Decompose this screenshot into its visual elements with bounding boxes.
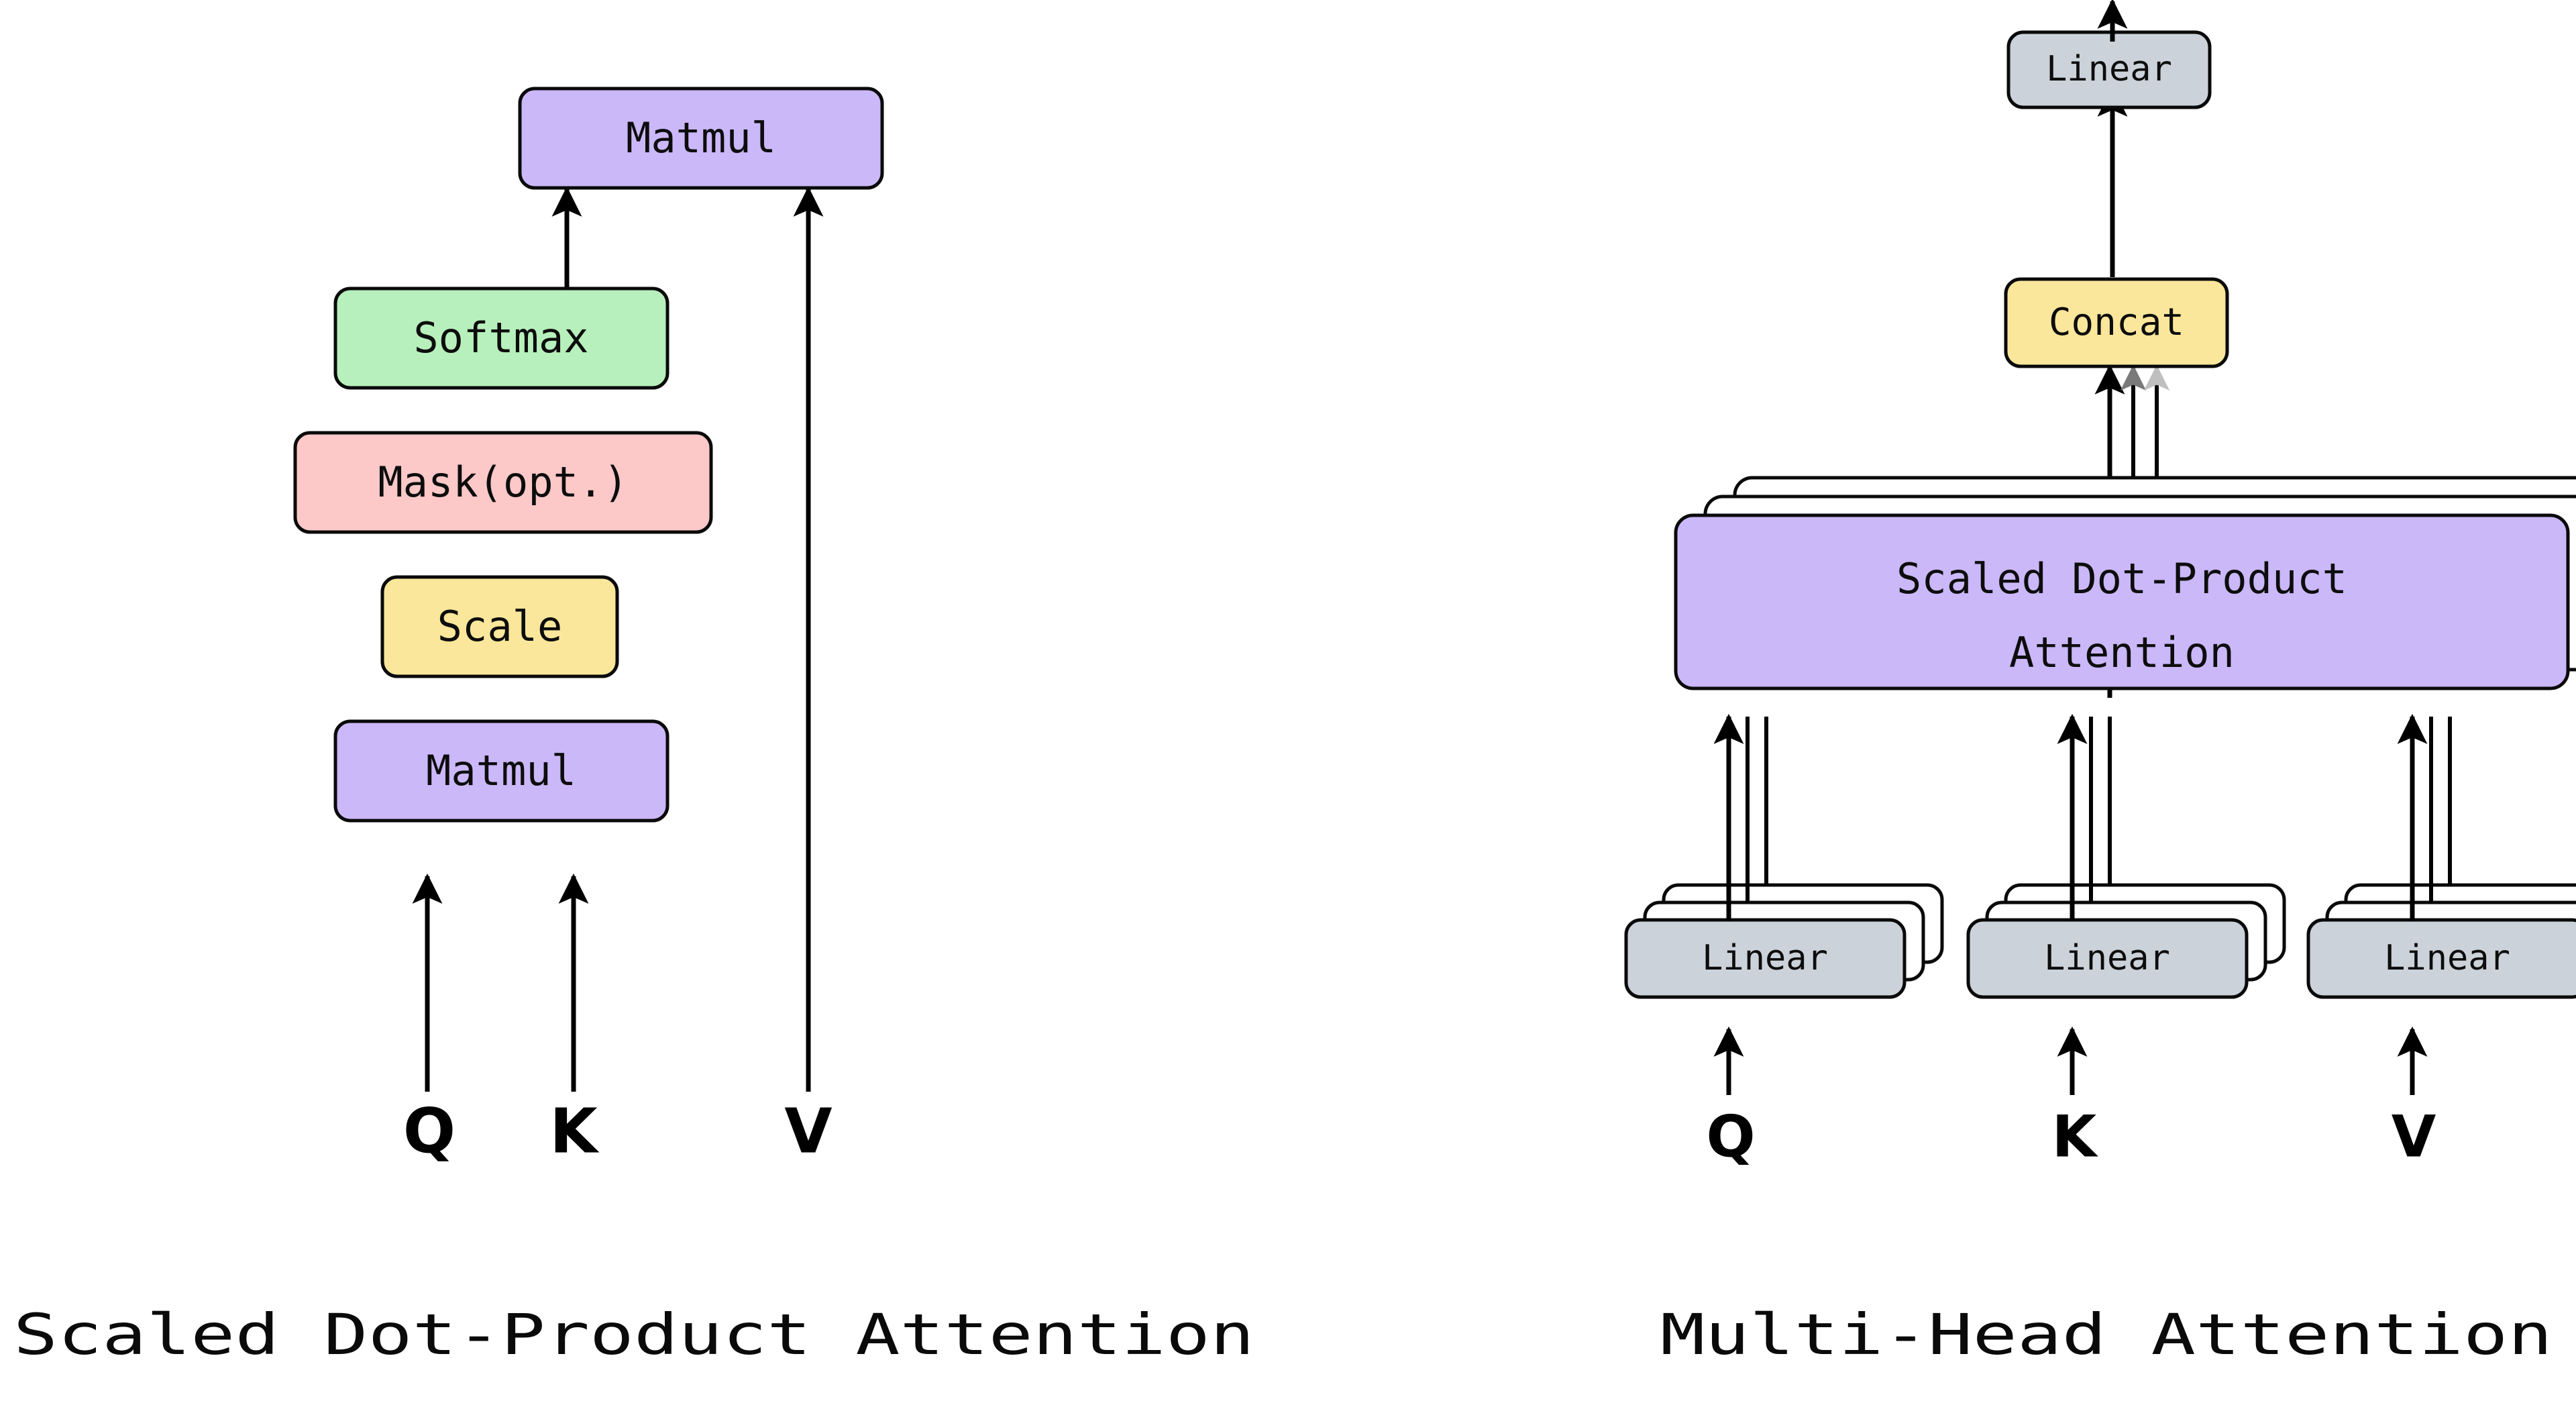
node-sdpa-shape: [1674, 513, 2570, 690]
right-panel-caption: Multi-Head Attention: [1660, 1302, 2553, 1367]
right-panel-multi-head-attention: Linear Linear Linear: [1624, 0, 2576, 1367]
node-linear-out-label: Linear: [2046, 49, 2172, 89]
node-linear-k[interactable]: Linear: [1966, 883, 2286, 999]
node-scale[interactable]: Scale: [380, 575, 619, 678]
right-input-label-k: K: [2052, 1103, 2099, 1170]
node-linear-k-label: Linear: [2044, 938, 2170, 978]
node-linear-q-shape: [1624, 918, 1907, 999]
node-linear-q[interactable]: Linear: [1624, 883, 1944, 999]
node-concat[interactable]: Concat: [2004, 277, 2229, 368]
right-panel-input-edges: [1713, 1026, 2428, 1095]
input-label-v: V: [784, 1095, 832, 1167]
node-matmul-bottom-shape: [333, 719, 669, 823]
node-matmul-top[interactable]: Matmul: [518, 87, 884, 190]
node-mask-shape: [293, 431, 713, 534]
left-panel-scaled-dot-product-attention: Matmul Softmax Mask(opt.) Scale Matmul Q…: [13, 87, 1254, 1367]
node-linear-v[interactable]: Linear: [2306, 883, 2576, 999]
input-label-q: Q: [403, 1095, 455, 1167]
node-linear-v-shape: [2306, 918, 2576, 999]
node-mask-label: Mask(opt.): [378, 458, 628, 507]
node-scaled-dot-product-attention[interactable]: Scaled Dot-Product Attention: [1674, 476, 2576, 690]
node-concat-label: Concat: [2049, 301, 2184, 344]
node-softmax[interactable]: Softmax: [333, 287, 669, 390]
left-panel-caption: Scaled Dot-Product Attention: [13, 1302, 1254, 1367]
node-linear-out-shape: [2006, 30, 2212, 109]
right-input-label-v: V: [2392, 1103, 2436, 1170]
node-softmax-shape: [333, 287, 669, 390]
right-input-label-q: Q: [1706, 1103, 1755, 1170]
node-matmul-top-label: Matmul: [626, 113, 776, 162]
edges-linear-to-sdpa: [1713, 713, 2452, 921]
node-linear-v-label: Linear: [2384, 938, 2510, 978]
node-linear-q-label: Linear: [1702, 938, 1828, 978]
node-matmul-top-shape: [518, 87, 884, 190]
node-matmul-bottom-label: Matmul: [426, 746, 576, 795]
node-scale-shape: [380, 575, 619, 678]
node-matmul-bottom[interactable]: Matmul: [333, 719, 669, 823]
node-concat-shape: [2004, 277, 2229, 368]
node-mask[interactable]: Mask(opt.): [293, 431, 713, 534]
node-scale-label: Scale: [437, 602, 563, 651]
node-softmax-label: Softmax: [413, 313, 588, 362]
node-sdpa-label-line1: Scaled Dot-Product: [1896, 554, 2347, 603]
node-sdpa-label-line2: Attention: [2009, 628, 2235, 677]
node-linear-out[interactable]: Linear: [2006, 30, 2212, 109]
node-linear-k-shape: [1966, 918, 2249, 999]
input-label-k: K: [549, 1095, 600, 1167]
